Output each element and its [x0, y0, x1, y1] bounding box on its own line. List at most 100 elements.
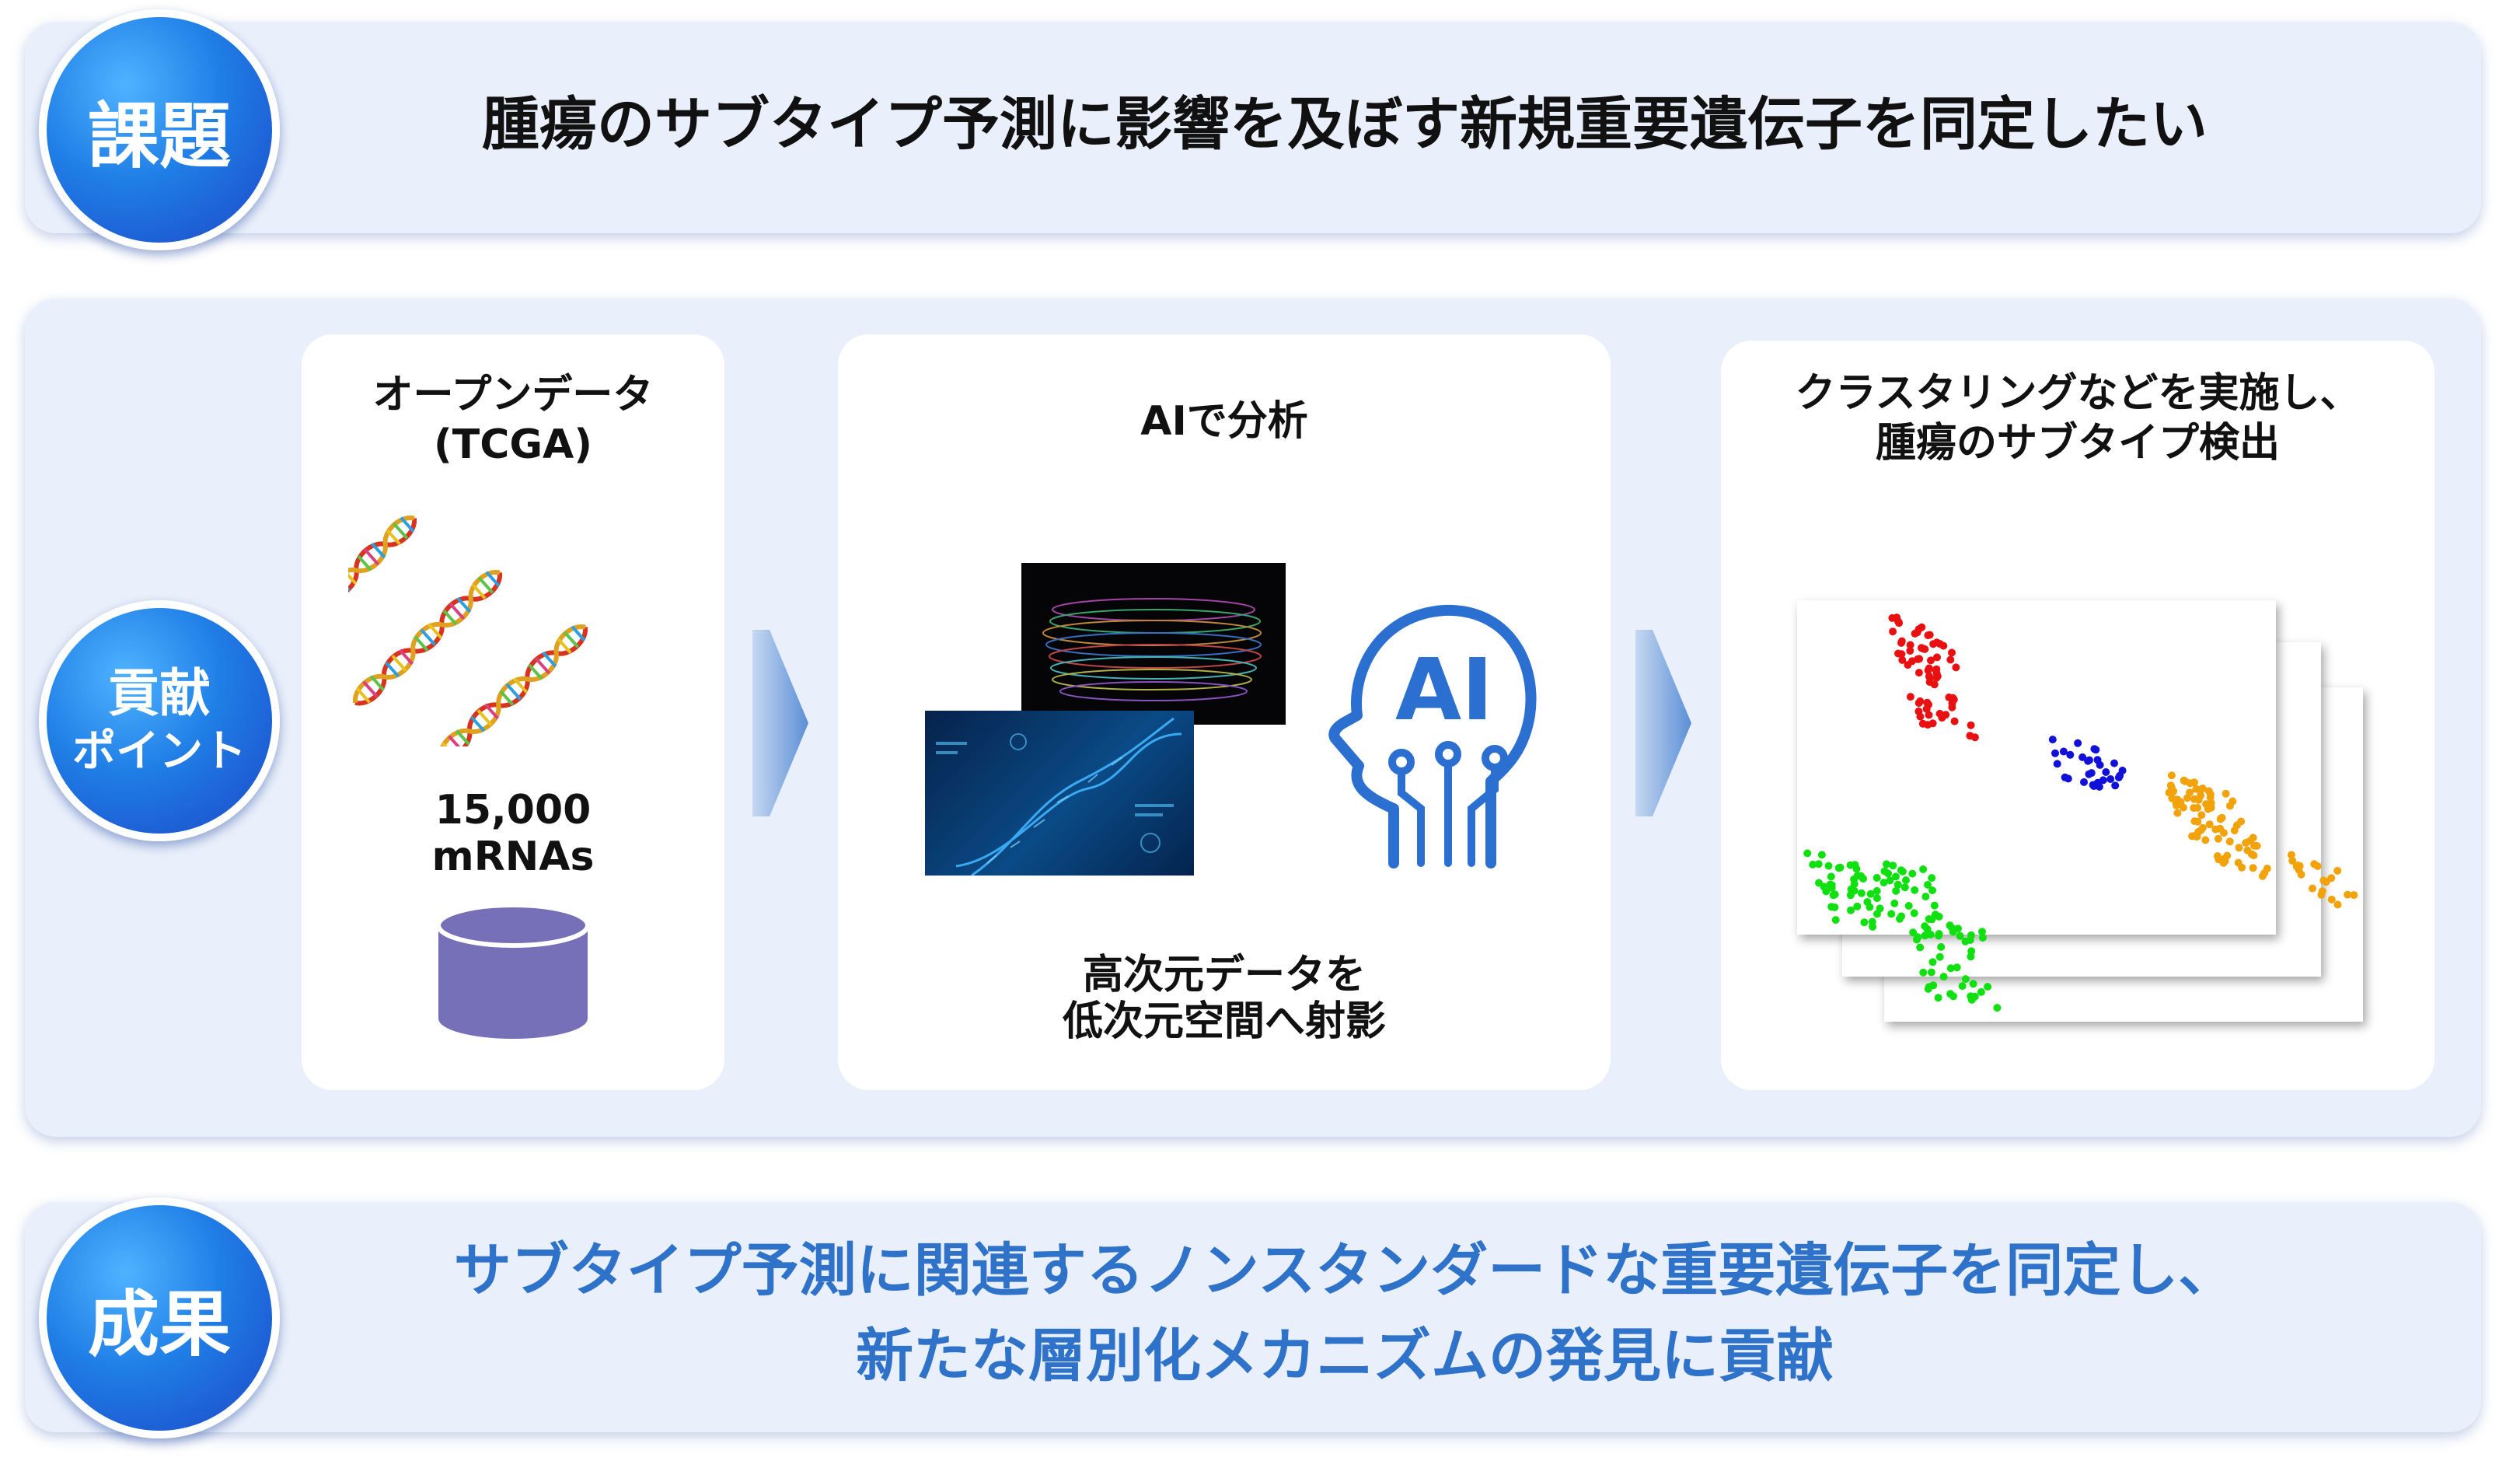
- cluster-point-blue: [2099, 776, 2107, 785]
- cluster-point-orange: [2253, 841, 2261, 850]
- cluster-point-green: [1887, 910, 1896, 918]
- cluster-point-red: [1893, 613, 1901, 622]
- cluster-scatter-plot: [1803, 613, 2358, 1012]
- cluster-point-green: [1896, 914, 1904, 923]
- cluster-point-green: [1902, 876, 1910, 884]
- issue-band: [25, 22, 2481, 233]
- cluster-point-green: [1893, 880, 1902, 889]
- cluster-point-orange: [2215, 855, 2223, 864]
- cluster-point-green: [1928, 915, 1936, 924]
- cluster-point-red: [1948, 699, 1956, 708]
- cluster-point-green: [1847, 906, 1855, 914]
- cluster-point-red: [1908, 657, 1916, 666]
- cluster-point-blue: [2080, 778, 2088, 786]
- cluster-point-orange: [2319, 876, 2328, 885]
- cluster-point-green: [1961, 937, 1970, 945]
- cluster-point-orange: [2249, 864, 2257, 872]
- cluster-point-green: [1892, 872, 1900, 881]
- cluster-point-orange: [2196, 787, 2204, 795]
- cluster-point-green: [1809, 860, 1817, 869]
- cluster-point-green: [1977, 987, 1985, 996]
- cluster-point-red: [1950, 717, 1959, 725]
- cluster-point-green: [1827, 872, 1835, 881]
- cluster-point-green: [1829, 891, 1838, 900]
- cluster-point-green: [1909, 928, 1918, 937]
- cluster-point-green: [1919, 968, 1928, 977]
- cluster-point-green: [1831, 916, 1840, 925]
- cluster-point-red: [1919, 645, 1928, 653]
- cluster-point-green: [1921, 931, 1929, 940]
- cluster-point-red: [1925, 672, 1933, 680]
- cluster-point-green: [1924, 880, 1932, 889]
- cluster-point-blue: [2106, 775, 2115, 783]
- cluster-point-green: [1937, 942, 1946, 951]
- cluster-point-red: [1897, 637, 1906, 645]
- clustering-title-line1: クラスタリングなどを実施し、: [1795, 370, 2361, 417]
- cluster-point-green: [1911, 886, 1919, 894]
- dna-helix-icon: [348, 516, 675, 746]
- cluster-point-green: [1946, 964, 1955, 973]
- data-visual-image: [1021, 563, 1286, 725]
- cluster-point-green: [1984, 983, 1992, 991]
- ai-head-label: AI: [1395, 640, 1493, 739]
- result-line1: サブタイプ予測に関連するノンスタンダードな重要遺伝子を同定し、: [453, 1237, 2236, 1304]
- issue-badge: 課題: [39, 9, 280, 250]
- cluster-point-orange: [2166, 781, 2175, 790]
- cluster-point-green: [1919, 865, 1928, 873]
- dna-visual-image: [925, 711, 1194, 876]
- cluster-point-green: [1949, 992, 1957, 1001]
- cluster-point-orange: [2333, 866, 2342, 875]
- cluster-point-orange: [2190, 795, 2199, 803]
- cluster-point-green: [1969, 980, 1977, 988]
- cluster-point-blue: [2111, 781, 2120, 790]
- cluster-point-green: [1993, 1004, 2002, 1012]
- cluster-point-red: [1923, 698, 1932, 707]
- cluster-point-orange: [2287, 851, 2295, 859]
- cluster-point-green: [1884, 869, 1893, 878]
- cluster-point-blue: [2084, 757, 2092, 765]
- cluster-point-blue: [2089, 782, 2098, 790]
- cluster-point-green: [1916, 943, 1925, 952]
- cluster-point-orange: [2258, 872, 2267, 880]
- open-data-card: オープンデータ (TCGA): [302, 334, 724, 1090]
- result-band: [25, 1202, 2481, 1432]
- cluster-point-orange: [2176, 798, 2185, 806]
- cluster-point-orange: [2225, 837, 2234, 846]
- cluster-point-orange: [2309, 884, 2316, 893]
- cluster-point-orange: [2222, 789, 2230, 798]
- cluster-point-green: [1927, 968, 1935, 977]
- cluster-point-orange: [2206, 793, 2215, 802]
- cluster-point-green: [1866, 903, 1874, 911]
- cluster-point-red: [1914, 669, 1923, 677]
- cluster-point-green: [1939, 973, 1948, 981]
- cluster-point-green: [1935, 930, 1943, 938]
- contribution-badge-line1: 貢献: [108, 663, 211, 723]
- cluster-point-red: [1898, 655, 1907, 664]
- cluster-point-green: [1914, 933, 1922, 942]
- cluster-point-orange: [2234, 858, 2243, 867]
- cluster-point-green: [1880, 879, 1888, 887]
- cluster-point-orange: [2204, 805, 2212, 813]
- cluster-point-orange: [2327, 895, 2336, 904]
- issue-badge-label: 課題: [87, 94, 231, 178]
- cluster-point-orange: [2214, 834, 2222, 843]
- cluster-point-green: [1846, 861, 1855, 869]
- cluster-point-blue: [2093, 756, 2102, 764]
- cluster-point-green: [1803, 849, 1812, 858]
- cluster-point-green: [1868, 918, 1876, 926]
- cluster-point-blue: [2118, 767, 2127, 774]
- cluster-point-green: [1978, 934, 1987, 942]
- ai-analysis-title: AIで分析: [1140, 398, 1308, 445]
- cluster-point-red: [1946, 655, 1955, 664]
- cluster-point-blue: [2087, 769, 2096, 778]
- cluster-point-green: [1873, 874, 1881, 882]
- cluster-point-blue: [2064, 774, 2072, 783]
- cluster-point-red: [1924, 631, 1932, 640]
- cluster-point-red: [1928, 719, 1937, 728]
- cluster-point-green: [1910, 909, 1918, 918]
- cluster-point-red: [1952, 663, 1960, 672]
- cluster-point-green: [1925, 983, 1933, 991]
- open-data-title-line1: オープンデータ: [372, 372, 654, 418]
- cluster-point-blue: [2066, 750, 2075, 759]
- cluster-point-green: [1930, 901, 1939, 910]
